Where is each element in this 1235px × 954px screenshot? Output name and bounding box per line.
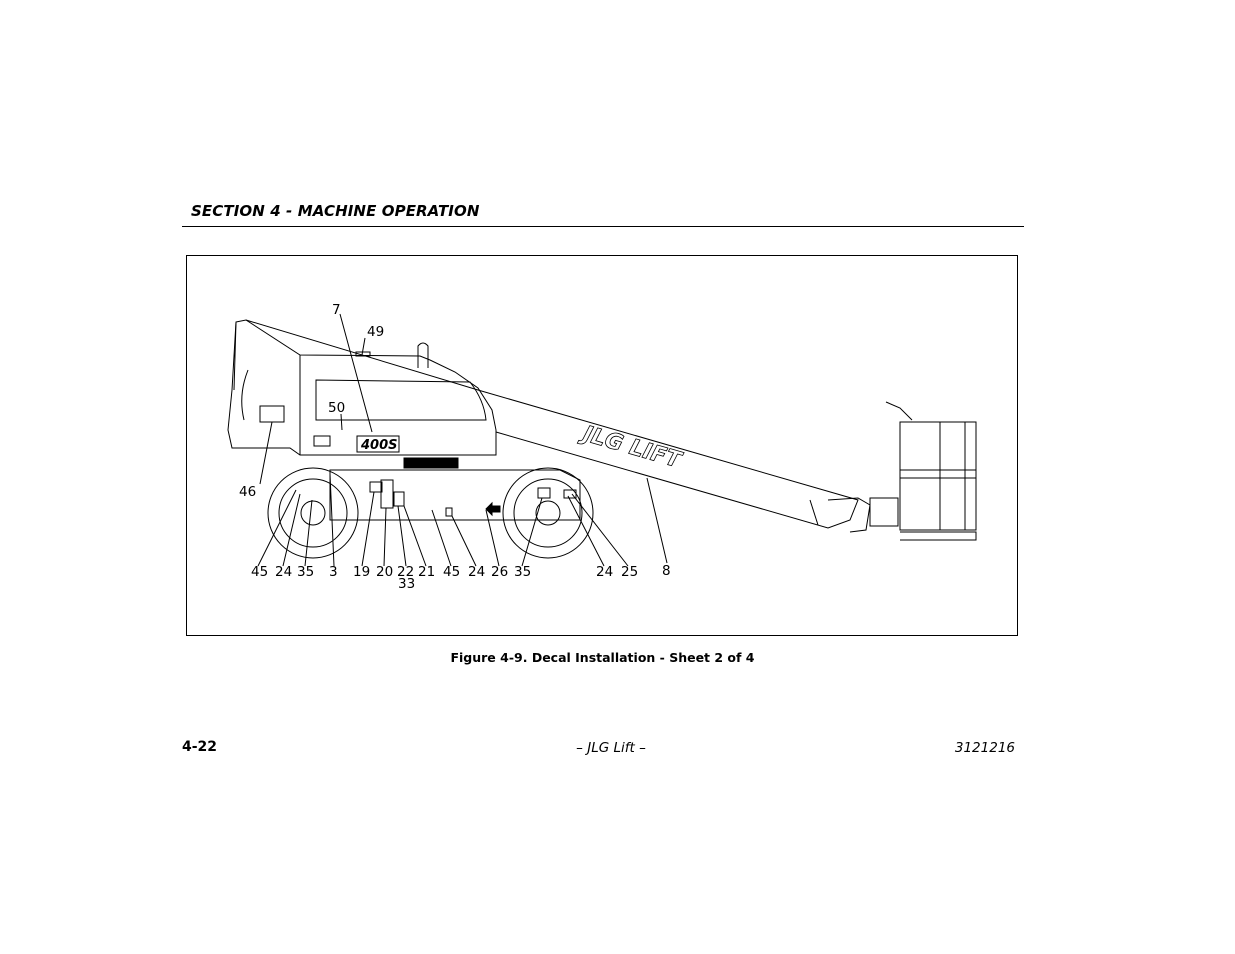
model-decal-box	[356, 435, 400, 453]
callout-35: 35	[514, 564, 531, 580]
decal-22	[393, 491, 405, 507]
callout-35: 35	[297, 564, 314, 580]
rear-tire	[267, 467, 359, 559]
rear-rim	[278, 478, 348, 548]
section-title: SECTION 4 - MACHINE OPERATION	[191, 202, 480, 220]
callout-50: 50	[328, 400, 345, 416]
chassis-frame	[329, 469, 581, 521]
exhaust-stack	[417, 342, 429, 368]
document-number: 3121216	[954, 740, 1015, 756]
platform-basket	[899, 421, 977, 531]
callout-3: 3	[329, 564, 338, 580]
callout-20: 20	[376, 564, 393, 580]
callout-8: 8	[662, 563, 671, 579]
decal-front-24	[537, 487, 551, 499]
callout-24: 24	[596, 564, 613, 580]
header-rule	[182, 226, 1024, 227]
callout-7: 7	[332, 302, 341, 318]
callout-21: 21	[418, 564, 435, 580]
rear-hub	[300, 500, 326, 526]
callout-22: 22	[397, 564, 414, 580]
decal-19	[369, 481, 383, 493]
callout-45: 45	[251, 564, 268, 580]
callout-33: 33	[398, 576, 415, 592]
callout-25: 25	[621, 564, 638, 580]
decal-3	[313, 435, 331, 447]
front-rim	[513, 478, 583, 548]
figure-caption: Figure 4-9. Decal Installation - Sheet 2…	[450, 650, 755, 665]
callout-26: 26	[491, 564, 508, 580]
callout-19: 19	[353, 564, 370, 580]
control-box-arm	[885, 401, 913, 421]
callout-numbers: 7 49 50 46 45 24 35 3 19 20 22 33 21 45 …	[239, 302, 671, 592]
callout-leader-lines	[257, 313, 668, 567]
engine-cover-panel	[315, 379, 487, 421]
model-decal-400s: 400S	[360, 438, 398, 453]
boom-brand-decal: JLG LIFT	[577, 421, 686, 474]
counterweight-edge	[233, 321, 237, 391]
callout-45: 45	[443, 564, 460, 580]
rear-curve	[241, 369, 249, 421]
turntable-bearing	[403, 457, 459, 469]
telescopic-boom	[245, 319, 859, 529]
figure-frame	[186, 255, 1018, 636]
platform-rotator	[869, 497, 899, 527]
front-hub	[535, 500, 561, 526]
decal-25	[563, 489, 577, 499]
decal-24	[445, 507, 453, 517]
turntable-cover	[227, 319, 497, 456]
boom-nose	[827, 497, 871, 533]
decal-20	[380, 479, 394, 509]
basket-rails	[900, 422, 977, 541]
callout-46: 46	[239, 484, 256, 500]
boom-section-joint	[809, 499, 819, 526]
machine-outline	[227, 313, 977, 567]
callout-49: 49	[367, 324, 384, 340]
callout-24: 24	[275, 564, 292, 580]
footer-title: – JLG Lift –	[576, 740, 646, 756]
direction-arrow-decal	[485, 501, 501, 517]
decal-46	[259, 405, 285, 423]
page-number: 4-22	[182, 739, 218, 755]
front-tire	[502, 467, 594, 559]
callout-24: 24	[468, 564, 485, 580]
